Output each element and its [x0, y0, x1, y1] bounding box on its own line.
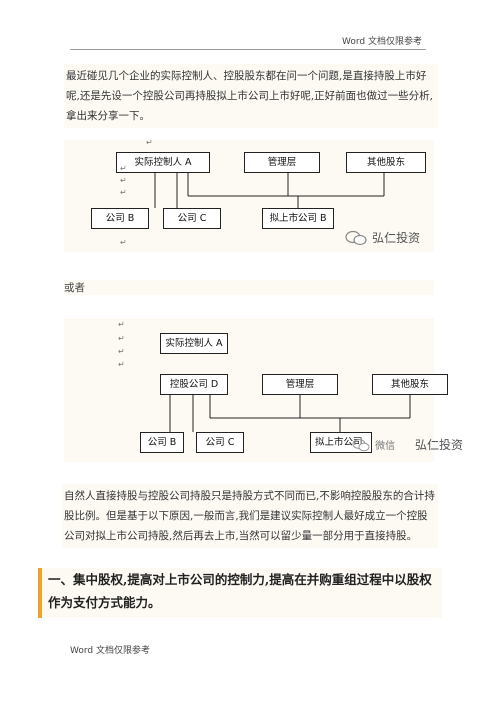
- paragraph-mark: ↵: [118, 320, 125, 329]
- diagram2-box-holding-company: 控股公司 D: [160, 374, 228, 395]
- paragraph-mark: ↵: [120, 176, 127, 185]
- or-text: 或者: [64, 280, 434, 295]
- diagram1-box-company-b: 公司 B: [91, 208, 149, 229]
- watermark-small-text: 微信: [375, 441, 396, 452]
- paragraph-2: 自然人直接持股与控股公司持股只是持股方式不同而已,不影响控股股东的合计持股比例。…: [62, 484, 438, 548]
- paragraph-mark: ↵: [118, 334, 125, 343]
- diagram2-box-company-b: 公司 B: [140, 432, 184, 453]
- header-text: Word 文档仅限参考: [342, 37, 422, 47]
- diagram2-box-controller: 实际控制人 A: [160, 333, 228, 354]
- paragraph-mark: ↵: [120, 164, 127, 173]
- diagram1-box-company-c: 公司 C: [163, 208, 221, 229]
- diagram1-box-other-shareholders: 其他股东: [346, 152, 426, 173]
- diagram1-watermark: 弘仁投资: [345, 227, 420, 246]
- footer-text: Word 文档仅限参考: [70, 646, 150, 656]
- paragraph-mark: ↵: [118, 347, 125, 356]
- header-rule: [70, 49, 426, 50]
- section-heading-text: 一、集中股权,提高对上市公司的控制力,提高在并购重组过程中以股权作为支付方式能力…: [48, 572, 432, 610]
- intro-paragraph: 最近碰见几个企业的实际控制人、控股股东都在问一个问题,是直接持股上市好呢,还是先…: [64, 64, 438, 128]
- diagram2-watermark-small: 微信: [352, 434, 395, 453]
- diagram1-box-controller: 实际控制人 A: [116, 152, 210, 173]
- wechat-icon: [345, 230, 367, 245]
- page-header: Word 文档仅限参考: [0, 0, 496, 50]
- diagram2-box-other-shareholders: 其他股东: [372, 374, 448, 395]
- paragraph-mark: ↵: [118, 360, 125, 369]
- diagram2-watermark: 弘仁投资: [415, 438, 464, 452]
- diagram2-box-company-c: 公司 C: [196, 432, 244, 453]
- diagram2-box-management: 管理层: [262, 374, 338, 395]
- section-heading: 一、集中股权,提高对上市公司的控制力,提高在并购重组过程中以股权作为支付方式能力…: [38, 568, 442, 618]
- wechat-icon: [352, 438, 370, 451]
- watermark-text: 弘仁投资: [372, 231, 421, 245]
- diagram1-box-ipo-company: 拟上市公司 B: [262, 208, 334, 229]
- paragraph-mark: ↵: [120, 188, 127, 197]
- diagram1-box-management: 管理层: [244, 152, 320, 173]
- paragraph-mark: ↵: [120, 238, 127, 247]
- paragraph-mark: ↵: [146, 138, 153, 147]
